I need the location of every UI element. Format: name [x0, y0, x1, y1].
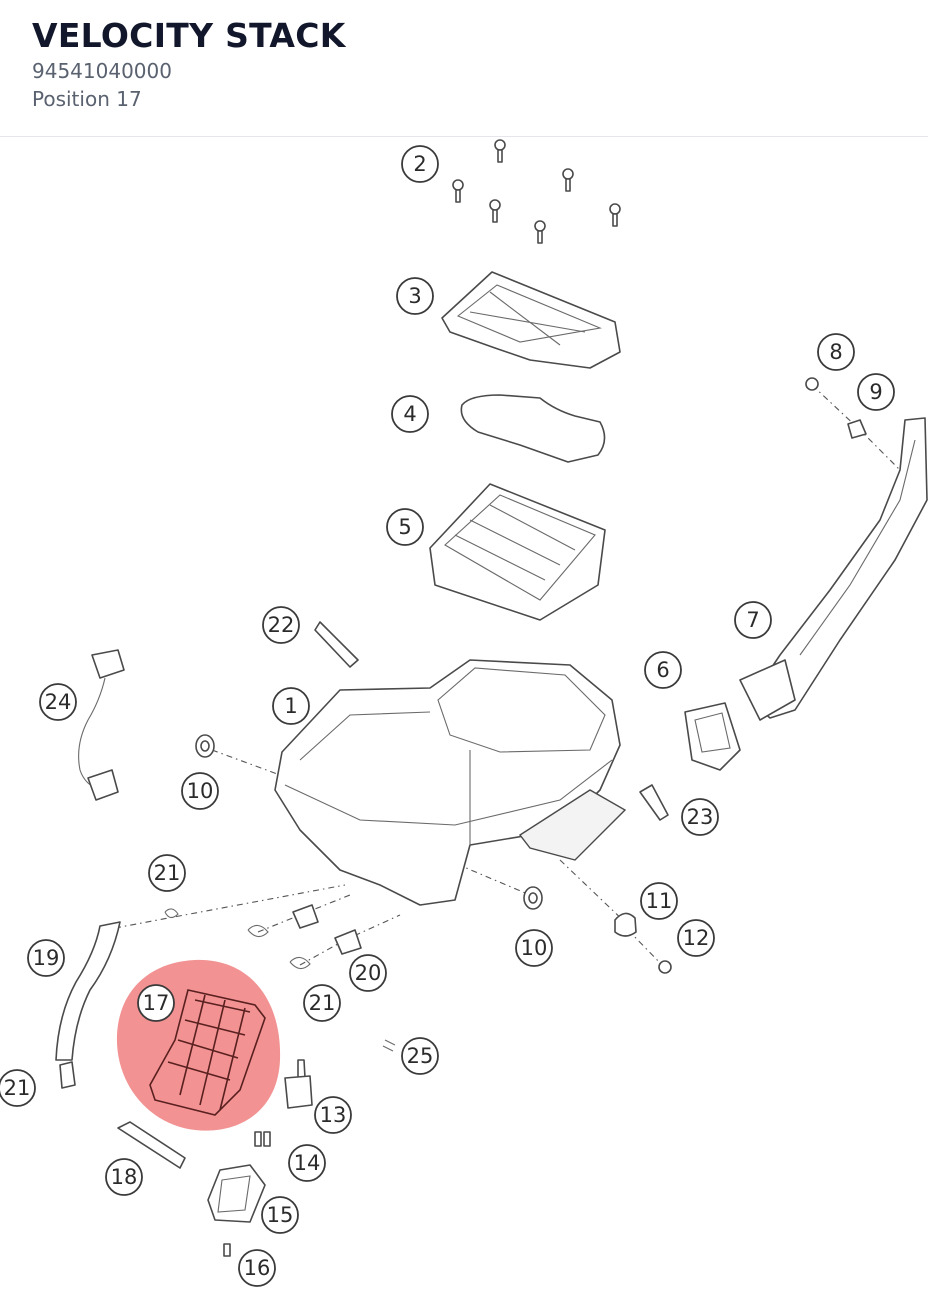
velocity-stack-part-17[interactable] — [149, 989, 266, 1116]
screw-part-16 — [223, 1243, 231, 1257]
callout-21-mid[interactable]: 21 — [303, 984, 341, 1022]
sensor-cable-part-24 — [78, 649, 125, 801]
part-title: VELOCITY STACK — [32, 16, 346, 55]
callout-12[interactable]: 12 — [677, 919, 715, 957]
svg-text:13: 13 — [320, 1103, 347, 1127]
svg-text:21: 21 — [309, 991, 336, 1015]
clip-part-23 — [639, 784, 669, 821]
svg-text:21: 21 — [154, 861, 181, 885]
sleeve-part-20-upper — [292, 904, 319, 929]
gasket-part-4 — [460, 394, 606, 463]
svg-text:19: 19 — [33, 946, 60, 970]
clip-part-9 — [847, 419, 867, 439]
svg-text:10: 10 — [521, 936, 548, 960]
callout-9[interactable]: 9 — [857, 373, 895, 411]
screws-part-14 — [254, 1131, 271, 1147]
callout-10-left[interactable]: 10 — [181, 772, 219, 810]
sensor-part-13 — [284, 1059, 313, 1109]
damper-part-11 — [614, 912, 637, 937]
svg-text:23: 23 — [687, 805, 714, 829]
bracket-part-22 — [314, 621, 359, 668]
callout-18[interactable]: 18 — [105, 1158, 143, 1196]
svg-text:2: 2 — [413, 152, 426, 176]
part-number: 94541040000 — [32, 59, 172, 83]
nut-part-8 — [805, 377, 819, 391]
callout-1[interactable]: 1 — [272, 687, 310, 725]
callout-22[interactable]: 22 — [262, 606, 300, 644]
callout-19[interactable]: 19 — [27, 939, 65, 977]
grommet-part-10-left — [195, 734, 215, 758]
grommet-part-10-right — [523, 886, 543, 910]
part-header: VELOCITY STACK 94541040000 Position 17 — [0, 0, 928, 137]
svg-text:14: 14 — [294, 1151, 321, 1175]
clamp-part-21-low — [289, 956, 311, 970]
callout-8[interactable]: 8 — [817, 333, 855, 371]
rubber-boot-part-6 — [684, 702, 741, 771]
callout-25[interactable]: 25 — [401, 1037, 439, 1075]
svg-text:10: 10 — [187, 779, 214, 803]
svg-text:22: 22 — [268, 613, 295, 637]
clamp-part-21-upper — [164, 908, 179, 919]
housing-part-15 — [207, 1164, 266, 1223]
svg-text:18: 18 — [111, 1165, 138, 1189]
svg-text:5: 5 — [398, 515, 411, 539]
svg-text:1: 1 — [284, 694, 297, 718]
callout-20[interactable]: 20 — [349, 954, 387, 992]
svg-text:4: 4 — [403, 402, 416, 426]
callout-3[interactable]: 3 — [396, 277, 434, 315]
filter-cover-part-3 — [441, 271, 621, 369]
nut-part-12 — [658, 960, 672, 974]
svg-text:3: 3 — [408, 284, 421, 308]
breather-hose-part-19 — [55, 921, 121, 1089]
callout-23[interactable]: 23 — [681, 798, 719, 836]
svg-text:17: 17 — [143, 991, 170, 1015]
svg-text:21: 21 — [4, 1076, 31, 1100]
part-position: Position 17 — [32, 87, 142, 111]
airbox-part-1 — [274, 659, 627, 906]
callout-17[interactable]: 17 — [137, 984, 175, 1022]
callout-6[interactable]: 6 — [644, 651, 682, 689]
callout-15[interactable]: 15 — [261, 1196, 299, 1234]
callout-14[interactable]: 14 — [288, 1144, 326, 1182]
callout-4[interactable]: 4 — [391, 395, 429, 433]
svg-text:9: 9 — [869, 380, 882, 404]
exploded-parts-diagram[interactable]: 2 3 4 5 8 9 7 22 6 24 1 10 23 21 11 12 1… — [0, 138, 928, 1290]
svg-text:11: 11 — [646, 889, 673, 913]
callout-21-upper[interactable]: 21 — [148, 854, 186, 892]
clamp-part-21-mid — [247, 924, 269, 938]
callout-10-right[interactable]: 10 — [515, 929, 553, 967]
svg-text:20: 20 — [355, 961, 382, 985]
svg-text:6: 6 — [656, 658, 669, 682]
svg-text:8: 8 — [829, 340, 842, 364]
svg-text:12: 12 — [683, 926, 710, 950]
callout-21-low[interactable]: 21 — [0, 1069, 36, 1107]
svg-text:16: 16 — [244, 1256, 271, 1280]
svg-text:24: 24 — [45, 690, 72, 714]
air-filter-part-5 — [429, 483, 606, 621]
sleeve-part-20-lower — [334, 929, 362, 955]
strap-part-18 — [117, 1121, 186, 1169]
svg-text:25: 25 — [407, 1044, 434, 1068]
screws-part-2 — [452, 139, 621, 244]
clip-part-25 — [382, 1039, 396, 1052]
callout-11[interactable]: 11 — [640, 882, 678, 920]
callout-24[interactable]: 24 — [39, 683, 77, 721]
callout-7[interactable]: 7 — [734, 601, 772, 639]
svg-text:7: 7 — [746, 608, 759, 632]
callout-2[interactable]: 2 — [401, 145, 439, 183]
intake-snorkel-part-7 — [739, 417, 928, 721]
callout-5[interactable]: 5 — [386, 508, 424, 546]
callout-13[interactable]: 13 — [314, 1096, 352, 1134]
callout-16[interactable]: 16 — [238, 1249, 276, 1287]
svg-text:15: 15 — [267, 1203, 294, 1227]
